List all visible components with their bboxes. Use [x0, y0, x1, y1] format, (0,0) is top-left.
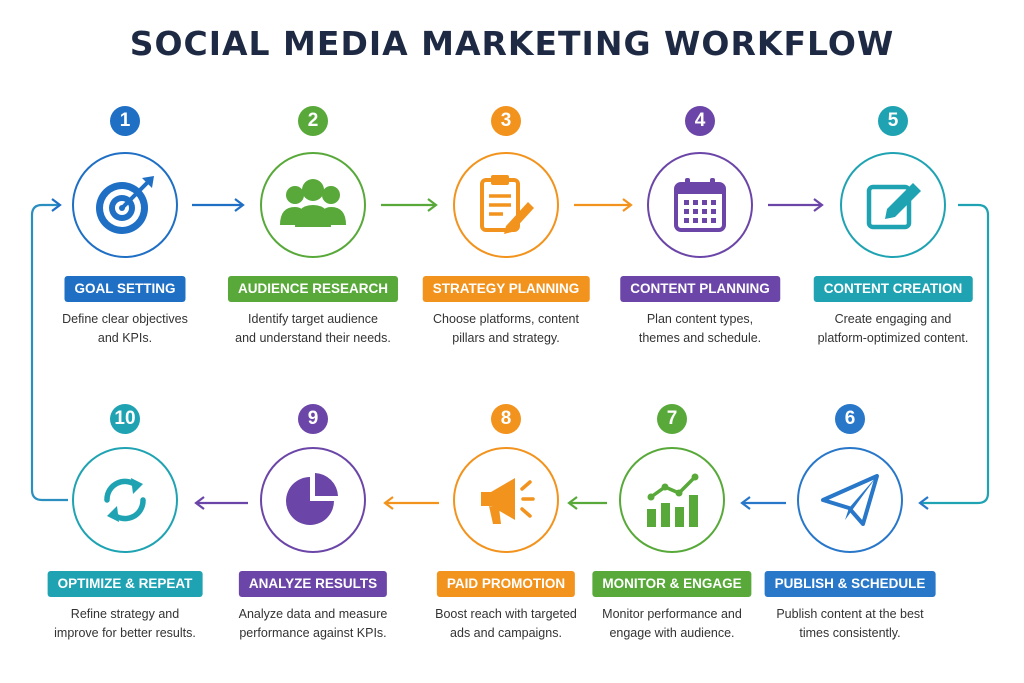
step-label: PUBLISH & SCHEDULE — [764, 571, 936, 597]
step-description: Refine strategy and improve for better re… — [25, 605, 225, 643]
step-description-line: Choose platforms, content — [433, 312, 579, 326]
loop-arrow-right — [920, 203, 990, 505]
step-icon-circle — [72, 447, 178, 553]
step-icon-circle — [619, 447, 725, 553]
step-icon-circle — [453, 447, 559, 553]
step-label: AUDIENCE RESEARCH — [227, 276, 399, 302]
flow-arrow — [740, 496, 786, 510]
calendar-icon — [670, 175, 730, 235]
step-description-line: Identify target audience — [248, 312, 378, 326]
flow-arrow — [574, 198, 633, 212]
flow-arrow — [567, 496, 607, 510]
step-description: Publish content at the best times consist… — [750, 605, 950, 643]
step-number-badge: 7 — [657, 404, 687, 434]
step-description-line: Refine strategy and — [70, 607, 180, 621]
step-description: Create engaging and platform-optimized co… — [793, 310, 993, 348]
step-description: Plan content types, themes and schedule. — [600, 310, 800, 348]
step-icon-circle — [453, 152, 559, 258]
page-title: SOCIAL MEDIA MARKETING WORKFLOW — [129, 24, 895, 63]
step-description: Boost reach with targeted ads and campaig… — [406, 605, 606, 643]
step-description: Analyze data and measure performance agai… — [213, 605, 413, 643]
step-description-line: Analyze data and measure — [238, 607, 388, 621]
step-description-line: times consistently. — [799, 626, 901, 640]
step-description-line: improve for better results. — [54, 626, 196, 640]
chart-growth-icon — [641, 469, 703, 531]
step-icon-circle — [72, 152, 178, 258]
step-description: Choose platforms, content pillars and str… — [406, 310, 606, 348]
step-label: CONTENT PLANNING — [620, 276, 780, 302]
step-label: MONITOR & ENGAGE — [592, 571, 752, 597]
step-description: Define clear objectives and KPIs. — [25, 310, 225, 348]
target-icon — [92, 172, 158, 238]
step-description-line: Boost reach with targeted — [435, 607, 577, 621]
step-label: ANALYZE RESULTS — [238, 571, 388, 597]
step-description-line: Define clear objectives — [62, 312, 188, 326]
step-label: GOAL SETTING — [64, 276, 186, 302]
step-description-line: ads and campaigns. — [450, 626, 562, 640]
step-label: STRATEGY PLANNING — [422, 276, 590, 302]
step-description-line: Plan content types, — [646, 312, 754, 326]
step-number-badge: 2 — [298, 106, 328, 136]
megaphone-icon — [473, 470, 539, 530]
step-description-line: Monitor performance and — [602, 607, 742, 621]
clipboard-icon — [476, 172, 536, 238]
step-number-badge: 8 — [491, 404, 521, 434]
loop-arrow-right-head — [918, 496, 929, 510]
step-description: Identify target audience and understand t… — [213, 310, 413, 348]
flow-arrow — [381, 198, 438, 212]
step-number-badge: 10 — [110, 404, 140, 434]
loop-arrow-left — [30, 203, 68, 502]
step-icon-circle — [260, 447, 366, 553]
flow-arrow — [768, 198, 824, 212]
step-number-badge: 6 — [835, 404, 865, 434]
pie-chart-icon — [282, 469, 344, 531]
flow-arrow — [383, 496, 439, 510]
step-number-badge: 9 — [298, 404, 328, 434]
step-number-badge: 3 — [491, 106, 521, 136]
flow-arrow — [194, 496, 248, 510]
step-label: PAID PROMOTION — [436, 571, 576, 597]
step-number-badge: 5 — [878, 106, 908, 136]
people-icon — [277, 175, 349, 235]
step-icon-circle — [647, 152, 753, 258]
step-description-line: Create engaging and — [834, 312, 952, 326]
step-label: OPTIMIZE & REPEAT — [47, 571, 203, 597]
step-number-badge: 1 — [110, 106, 140, 136]
edit-icon — [863, 175, 923, 235]
step-label: CONTENT CREATION — [813, 276, 973, 302]
step-icon-circle — [797, 447, 903, 553]
loop-arrow-left-head — [51, 198, 62, 212]
step-description: Monitor performance and engage with audie… — [572, 605, 772, 643]
step-description-line: engage with audience. — [609, 626, 735, 640]
step-description-line: and understand their needs. — [235, 331, 391, 345]
step-description-line: pillars and strategy. — [452, 331, 560, 345]
refresh-icon — [95, 470, 155, 530]
step-description-line: performance against KPIs. — [239, 626, 387, 640]
step-icon-circle — [260, 152, 366, 258]
step-number-badge: 4 — [685, 106, 715, 136]
step-description-line: themes and schedule. — [638, 331, 762, 345]
step-icon-circle — [840, 152, 946, 258]
flow-arrow — [192, 198, 245, 212]
paper-plane-icon — [819, 472, 881, 528]
step-description-line: and KPIs. — [97, 331, 153, 345]
step-description-line: platform-optimized content. — [817, 331, 969, 345]
step-description-line: Publish content at the best — [776, 607, 924, 621]
